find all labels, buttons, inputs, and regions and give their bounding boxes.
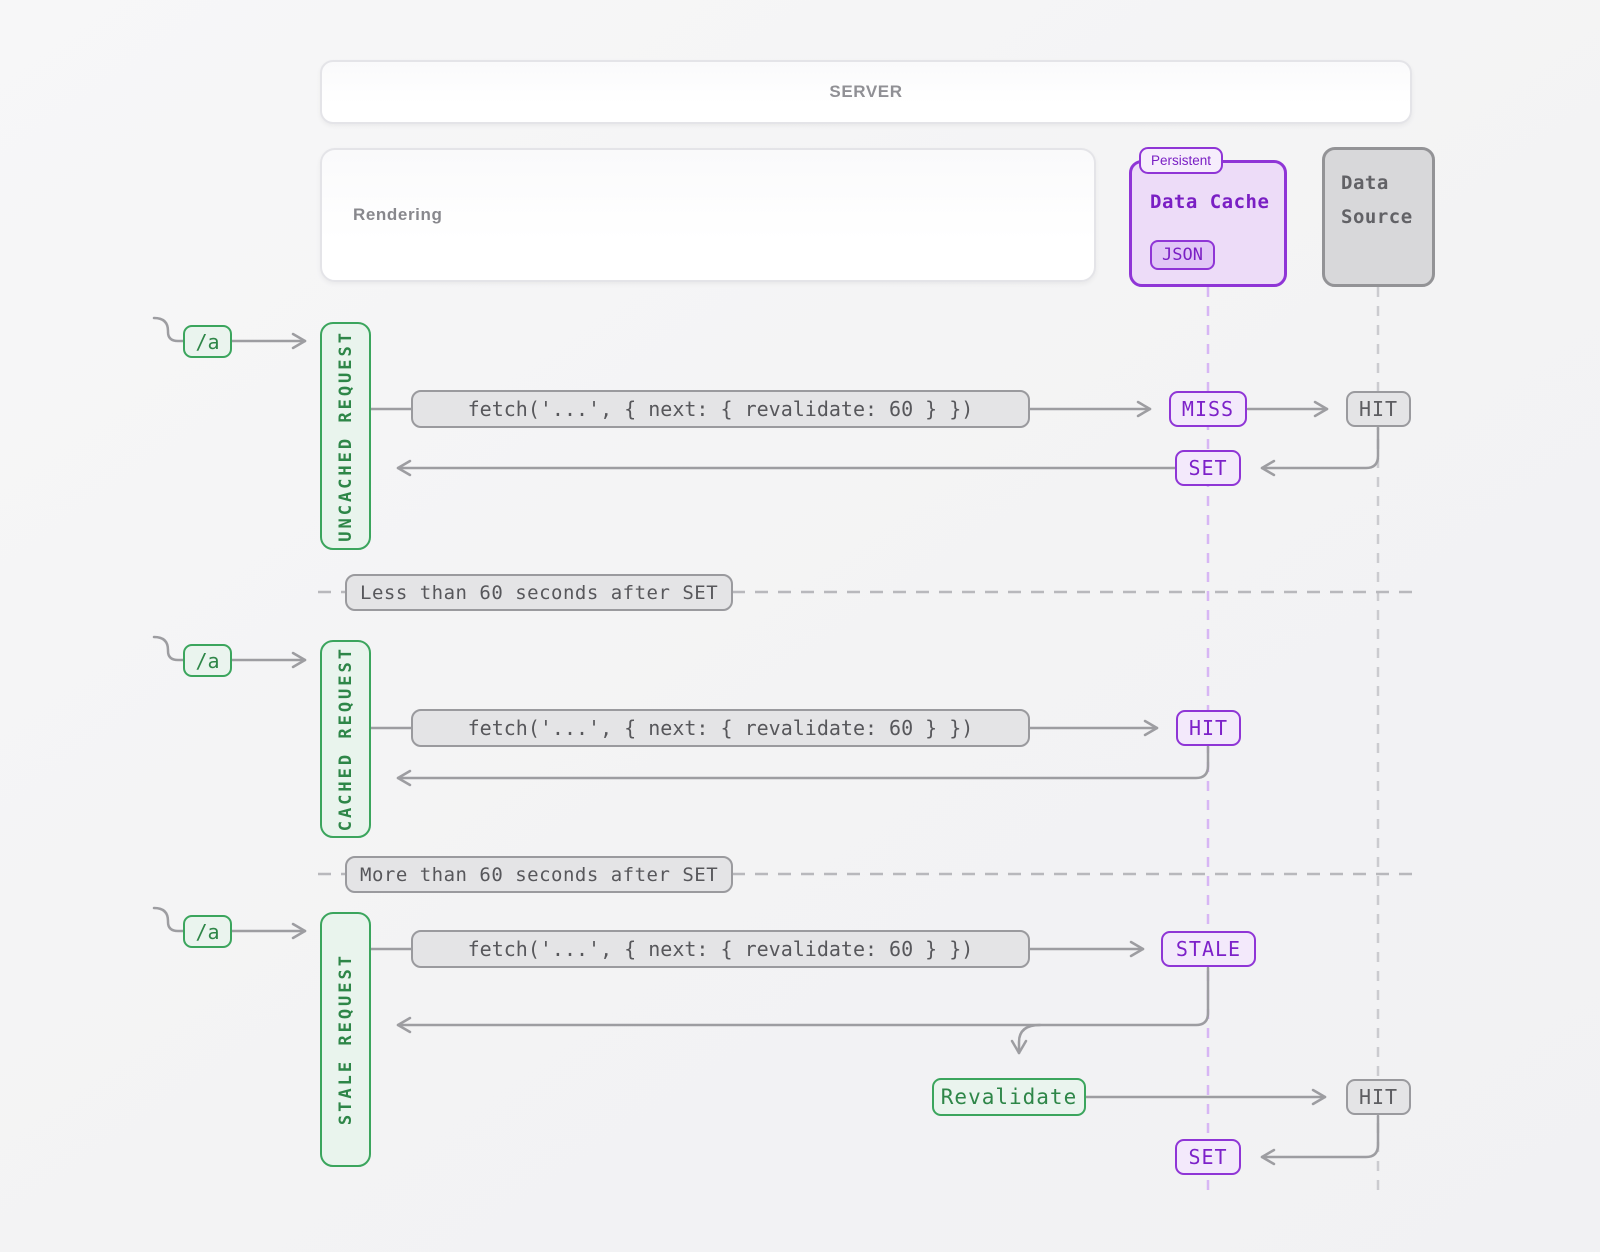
lane3-stale-to-request-arrow <box>396 966 1210 1034</box>
lane3-revalidate-badge: Revalidate <box>932 1078 1086 1116</box>
server-title: SERVER <box>829 82 903 101</box>
persistent-tag: Persistent <box>1139 147 1224 174</box>
lane3-source-hit-badge: HIT <box>1346 1079 1411 1115</box>
divider-label-2: More than 60 seconds after SET <box>345 856 734 893</box>
lane3-cache-stale-badge: STALE <box>1161 931 1256 967</box>
data-cache-title: Data Cache <box>1150 191 1270 213</box>
lane3-revalidate-branch-arrow <box>1010 1023 1042 1055</box>
lane2-route-badge: /a <box>183 644 232 677</box>
lane2-cache-hit-badge: HIT <box>1176 710 1241 746</box>
lane3-route-badge: /a <box>183 915 232 948</box>
lane2-hit-to-request-arrow <box>396 745 1210 787</box>
rendering-panel: Rendering <box>320 148 1096 282</box>
data-source-node: Data Source <box>1322 147 1435 287</box>
lane2-request-bar: CACHED REQUEST <box>320 640 371 838</box>
lane2-request-label: CACHED REQUEST <box>335 646 356 832</box>
lane2-fetch-pill: fetch('...', { next: { revalidate: 60 } … <box>411 709 1030 747</box>
lane1-cache-miss-badge: MISS <box>1169 391 1247 427</box>
lane1-source-to-set-arrow <box>1260 426 1380 477</box>
rendering-title: Rendering <box>353 205 443 224</box>
lane1-request-label: UNCACHED REQUEST <box>335 330 356 542</box>
lane3-request-bar: STALE REQUEST <box>320 912 371 1167</box>
divider-label-1: Less than 60 seconds after SET <box>345 574 734 611</box>
lane1-fetch-pill: fetch('...', { next: { revalidate: 60 } … <box>411 390 1030 428</box>
lane1-route-badge: /a <box>183 325 232 358</box>
lane1-route-elbow <box>152 316 185 343</box>
lane1-cache-set-badge: SET <box>1175 450 1241 486</box>
lane1-request-bar: UNCACHED REQUEST <box>320 322 371 550</box>
lane2-route-elbow <box>152 635 185 662</box>
lane3-request-label: STALE REQUEST <box>335 953 356 1126</box>
lane3-route-elbow <box>152 906 185 933</box>
json-format-badge: JSON <box>1150 240 1215 270</box>
server-panel: SERVER <box>320 60 1412 124</box>
lane3-cache-set-badge: SET <box>1175 1139 1241 1175</box>
data-cache-node: Data Cache JSON <box>1129 160 1287 287</box>
lane1-source-hit-badge: HIT <box>1346 391 1411 427</box>
lane3-source-to-set-arrow <box>1260 1114 1380 1166</box>
lane3-fetch-pill: fetch('...', { next: { revalidate: 60 } … <box>411 930 1030 968</box>
